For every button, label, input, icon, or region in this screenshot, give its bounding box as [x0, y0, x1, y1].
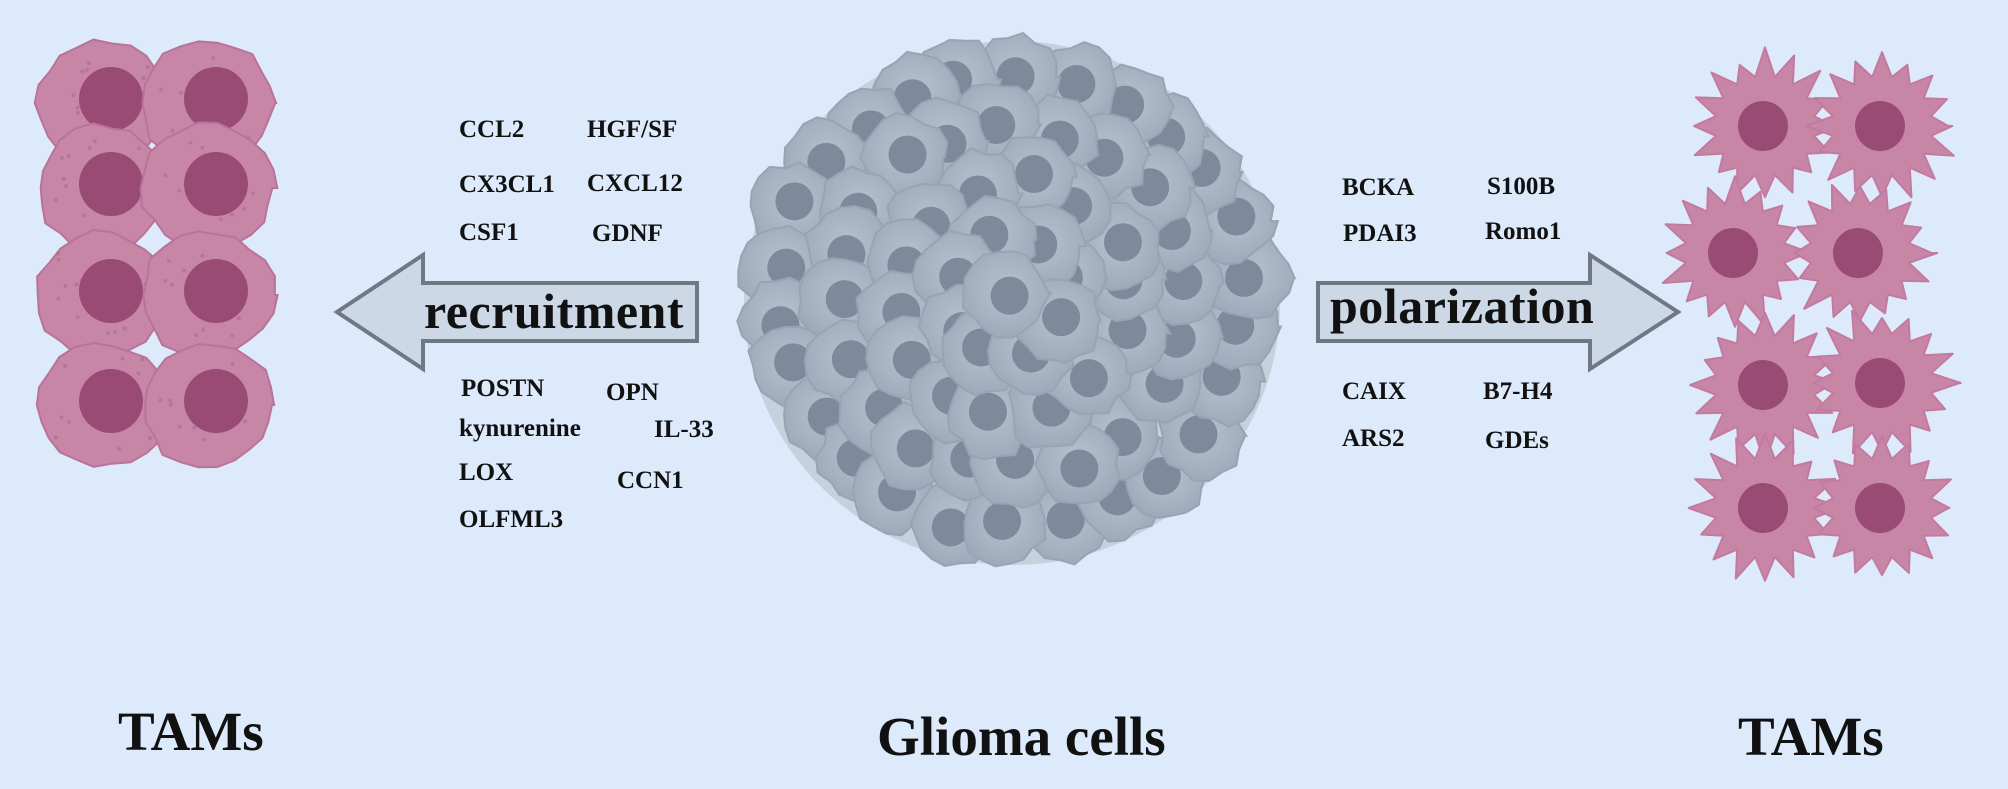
factor-label: IL-33	[654, 416, 714, 443]
factor-label: B7-H4	[1483, 378, 1553, 405]
recruitment-arrow	[333, 251, 699, 373]
tam-cell-activated	[1813, 435, 1952, 577]
polarization-label: polarization	[1330, 278, 1595, 334]
tam-cell	[36, 228, 175, 360]
factor-label: POSTN	[461, 375, 545, 402]
tam-cell-activated	[1689, 311, 1845, 465]
glioma-caption: Glioma cells	[877, 706, 1166, 767]
factor-label: S100B	[1487, 173, 1556, 200]
tam-cell-activated	[1793, 184, 1939, 322]
tams-left-caption: TAMs	[118, 701, 264, 762]
tam-cell	[142, 230, 279, 360]
polarization-arrow	[1316, 251, 1682, 373]
tam-cell-activated	[1804, 51, 1955, 199]
tam-cell-activated	[1693, 46, 1842, 199]
factor-label: ARS2	[1342, 425, 1405, 452]
glioma-cell-cluster	[736, 31, 1297, 568]
factor-label: kynurenine	[459, 415, 581, 442]
factor-label: CSF1	[459, 219, 519, 246]
tams-right-caption: TAMs	[1738, 706, 1884, 767]
factor-label: LOX	[459, 459, 514, 486]
tam-cell	[39, 122, 174, 253]
factor-label: CCL2	[459, 116, 525, 143]
tam-cluster-right	[1661, 46, 1962, 582]
tam-cell	[35, 341, 172, 468]
factor-label: OPN	[606, 379, 659, 406]
factor-label: HGF/SF	[587, 116, 678, 143]
factor-label: CAIX	[1342, 378, 1406, 405]
factor-label: Romo1	[1485, 218, 1562, 245]
factor-label: PDAI3	[1343, 220, 1417, 247]
tam-cell	[139, 121, 279, 255]
tam-cell	[144, 343, 276, 469]
tam-cluster-left	[33, 38, 279, 469]
factor-label: GDNF	[592, 220, 663, 247]
factor-label: GDEs	[1485, 427, 1549, 454]
factor-label: OLFML3	[459, 506, 564, 533]
factor-label: CX3CL1	[459, 171, 555, 198]
recruitment-label: recruitment	[424, 283, 685, 339]
tam-cell-activated	[1812, 309, 1962, 455]
factor-label: CXCL12	[587, 170, 683, 197]
tam-cell-activated	[1661, 175, 1812, 328]
glioma-cell	[962, 250, 1053, 339]
tam-cell-activated	[1687, 432, 1845, 582]
factor-label: CCN1	[617, 467, 684, 494]
factor-label: BCKA	[1342, 174, 1415, 201]
